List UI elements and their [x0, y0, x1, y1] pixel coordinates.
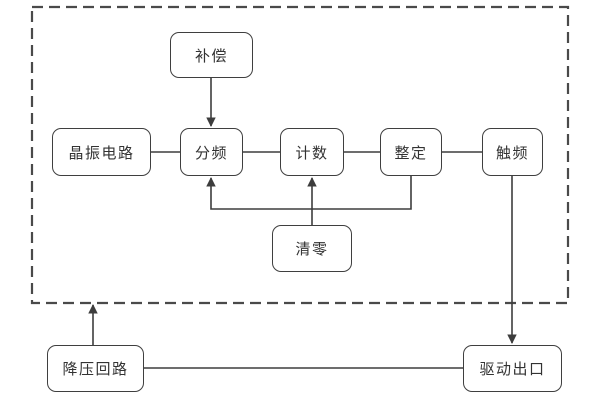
node-frequency-divider: 分频 [180, 128, 243, 176]
dashed-boundary [30, 5, 570, 305]
node-setting: 整定 [380, 128, 442, 176]
node-compensation: 补偿 [170, 32, 253, 78]
edge-zhengding-fenpin-feedback [206, 176, 412, 210]
node-stepdown-circuit: 降压回路 [47, 345, 144, 392]
node-crystal-oscillator: 晶振电路 [52, 128, 151, 176]
node-trigger-frequency: 触频 [482, 128, 543, 176]
node-counter: 计数 [280, 128, 344, 176]
node-drive-output: 驱动出口 [463, 345, 562, 392]
node-reset: 清零 [272, 225, 352, 272]
